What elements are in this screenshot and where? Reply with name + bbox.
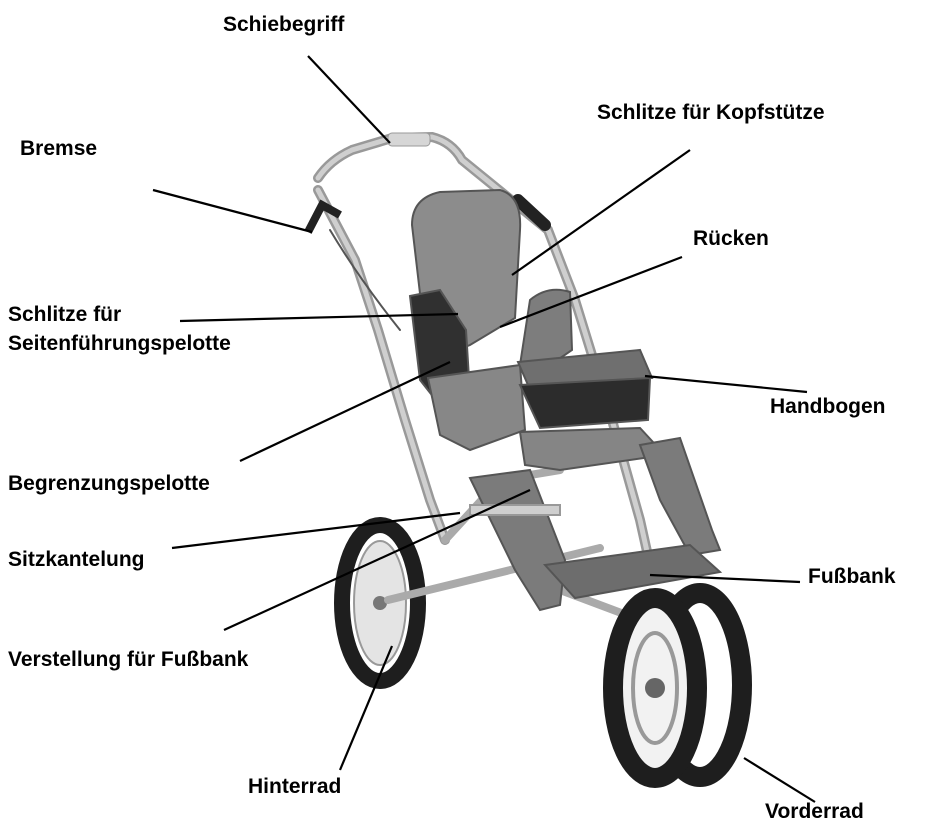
label-ruecken: Rücken (693, 224, 769, 253)
label-hinterrad: Hinterrad (248, 772, 341, 801)
label-seitenfuehrung-line2: Seitenführungspelotte (8, 329, 231, 358)
leader-vorderrad (744, 758, 815, 802)
label-bremse: Bremse (20, 134, 97, 163)
label-kopfstuetze: Schlitze für Kopfstütze (597, 98, 825, 127)
leader-begrenzung (240, 362, 450, 461)
leader-handbogen (645, 376, 807, 392)
seat-unit (410, 190, 720, 610)
label-sitzkantelung: Sitzkantelung (8, 545, 145, 574)
stroller-illustration (308, 133, 742, 778)
label-handbogen: Handbogen (770, 392, 886, 421)
leader-schiebegriff (308, 56, 390, 143)
label-begrenzung: Begrenzungspelotte (8, 469, 210, 498)
rear-wheel (342, 525, 418, 681)
leader-ruecken (500, 257, 682, 327)
label-seitenfuehrung: Schlitze für Seitenführungspelotte (8, 300, 231, 358)
label-seitenfuehrung-line1: Schlitze für (8, 300, 231, 329)
label-vorderrad: Vorderrad (765, 797, 864, 826)
label-schiebegriff: Schiebegriff (223, 10, 344, 39)
front-wheels (613, 593, 742, 778)
label-fussbank: Fußbank (808, 562, 896, 591)
leader-bremse (153, 190, 312, 232)
label-verstellung: Verstellung für Fußbank (8, 645, 248, 674)
